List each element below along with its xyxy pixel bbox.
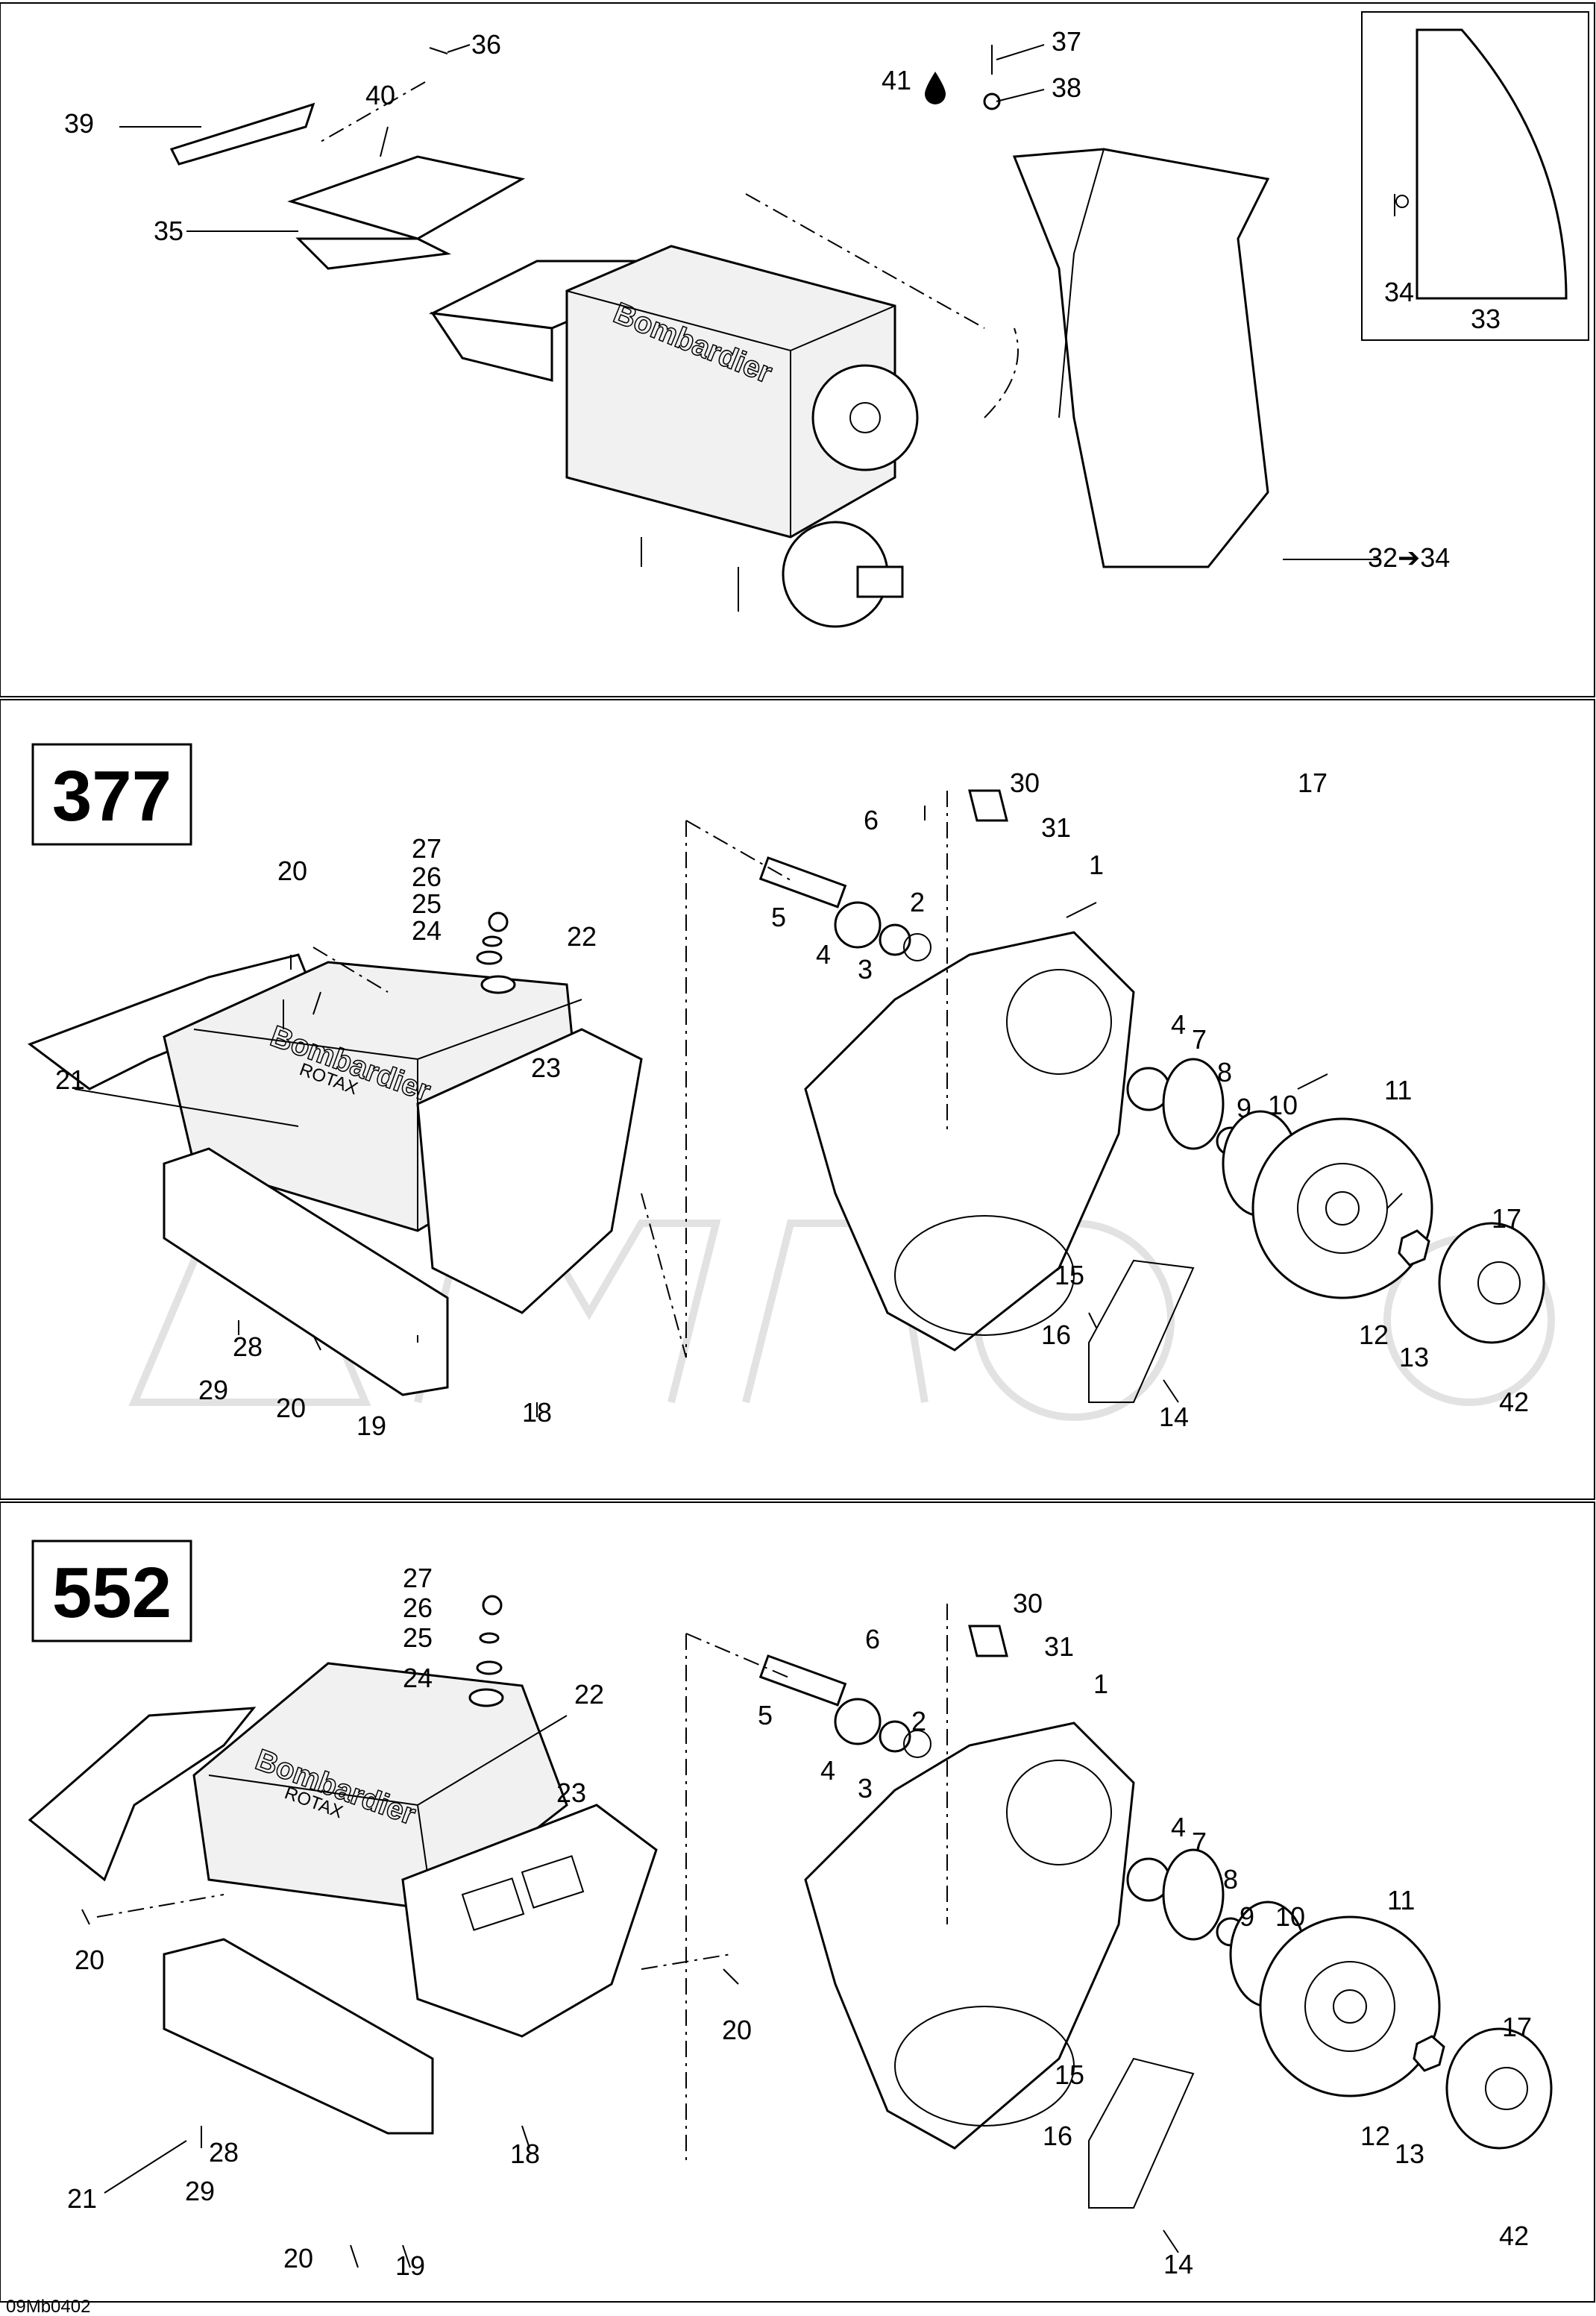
model-badge-552: 552 xyxy=(52,1553,172,1633)
panel-552-assembly: Bombardier ROTAX xyxy=(28,1595,1553,2268)
drawing-code: 09Mb0402 xyxy=(6,2297,90,2316)
callout-552-7: 7 xyxy=(1192,1827,1207,1857)
panel-552-frame xyxy=(0,1501,1595,2303)
callout-37: 37 xyxy=(1052,26,1081,57)
callout-377-18: 18 xyxy=(522,1397,552,1428)
callout-552-28: 28 xyxy=(209,2137,239,2168)
callout-552-26: 26 xyxy=(403,1592,433,1623)
callout-552-29: 29 xyxy=(185,2176,215,2206)
callout-552-27: 27 xyxy=(403,1563,433,1593)
top-callouts: 36 37 41 38 39 40 35 32➔34 34 33 xyxy=(64,26,1501,573)
callout-33: 33 xyxy=(1471,304,1501,334)
callout-377-14: 14 xyxy=(1159,1402,1189,1432)
callout-39: 39 xyxy=(64,108,94,139)
callout-377-13: 13 xyxy=(1399,1342,1429,1372)
callout-552-2: 2 xyxy=(911,1706,926,1736)
callout-552-8: 8 xyxy=(1223,1864,1238,1895)
inset-frame xyxy=(1361,11,1589,341)
callout-377-16: 16 xyxy=(1041,1319,1071,1350)
callout-552-20c: 20 xyxy=(283,2243,313,2273)
callout-377-10: 10 xyxy=(1268,1090,1298,1120)
callout-552-20a: 20 xyxy=(75,1945,104,1975)
callout-552-31: 31 xyxy=(1044,1631,1074,1662)
callout-552-25: 25 xyxy=(403,1622,433,1653)
callout-377-27: 27 xyxy=(412,833,442,864)
callout-552-23: 23 xyxy=(556,1777,586,1808)
callout-377-2: 2 xyxy=(910,887,925,917)
callout-552-3: 3 xyxy=(858,1773,873,1804)
callout-552-18: 18 xyxy=(510,2138,540,2169)
callout-552-4b: 4 xyxy=(1171,1812,1186,1842)
callout-34: 34 xyxy=(1384,277,1414,307)
callout-552-12: 12 xyxy=(1360,2121,1390,2151)
callout-377-28: 28 xyxy=(233,1331,263,1362)
callout-377-5: 5 xyxy=(771,902,786,932)
top-panel-frame xyxy=(0,2,1595,697)
callout-377-17a: 17 xyxy=(1298,768,1328,798)
panel-377-callouts: 20 27 26 25 24 22 23 21 28 29 20 19 18 6… xyxy=(55,768,1529,1441)
callout-377-23: 23 xyxy=(531,1052,561,1083)
callout-377-8: 8 xyxy=(1217,1057,1232,1088)
callout-40: 40 xyxy=(365,80,395,110)
callout-377-6: 6 xyxy=(864,805,879,835)
callout-36: 36 xyxy=(471,29,501,60)
callout-377-4a: 4 xyxy=(816,939,831,970)
callout-552-30: 30 xyxy=(1013,1588,1043,1619)
callout-552-5: 5 xyxy=(758,1700,773,1730)
callout-377-20a: 20 xyxy=(277,856,307,886)
callout-552-4a: 4 xyxy=(820,1755,835,1786)
callout-377-11: 11 xyxy=(1384,1075,1412,1105)
callout-552-17: 17 xyxy=(1502,2012,1532,2042)
callout-552-42: 42 xyxy=(1499,2221,1529,2251)
callout-377-3: 3 xyxy=(858,954,873,985)
callout-377-21: 21 xyxy=(55,1064,85,1095)
callout-552-19: 19 xyxy=(395,2250,425,2281)
callout-552-14: 14 xyxy=(1163,2249,1193,2279)
callout-552-16: 16 xyxy=(1043,2121,1072,2151)
callout-377-9: 9 xyxy=(1237,1093,1251,1123)
callout-377-7: 7 xyxy=(1192,1024,1207,1055)
callout-552-10: 10 xyxy=(1275,1901,1305,1932)
callout-552-20b: 20 xyxy=(722,2015,752,2045)
callout-552-24: 24 xyxy=(403,1663,433,1693)
top-assembly: Bombardier xyxy=(119,28,1568,628)
callout-377-42: 42 xyxy=(1499,1387,1529,1417)
callout-552-1: 1 xyxy=(1093,1669,1108,1699)
model-badge-552-box xyxy=(31,1540,192,1642)
callout-41: 41 xyxy=(882,65,911,95)
callout-377-30: 30 xyxy=(1010,768,1040,798)
callout-377-19: 19 xyxy=(356,1410,386,1441)
callout-377-25: 25 xyxy=(412,888,442,919)
callout-377-22: 22 xyxy=(567,921,597,952)
callout-552-6: 6 xyxy=(865,1624,880,1654)
callout-377-4b: 4 xyxy=(1171,1009,1186,1040)
callout-377-26: 26 xyxy=(412,862,442,892)
callout-552-15: 15 xyxy=(1055,2059,1084,2090)
callout-32-34: 32➔34 xyxy=(1368,542,1450,573)
callout-377-15: 15 xyxy=(1055,1260,1084,1290)
model-badge-377: 377 xyxy=(52,756,172,836)
callout-552-22: 22 xyxy=(574,1679,604,1710)
callout-552-21: 21 xyxy=(67,2183,97,2214)
callout-377-20b: 20 xyxy=(276,1393,306,1423)
callout-377-12: 12 xyxy=(1359,1319,1389,1350)
oil-drop-icon xyxy=(925,72,946,104)
callout-35: 35 xyxy=(154,216,183,246)
callout-552-11: 11 xyxy=(1387,1885,1415,1915)
callout-552-13: 13 xyxy=(1395,2138,1424,2169)
callout-377-1: 1 xyxy=(1089,850,1104,880)
panel-552-callouts: 27 26 25 24 22 23 20 20 21 28 29 20 19 1… xyxy=(67,1563,1532,2281)
callout-38: 38 xyxy=(1052,72,1081,103)
callout-377-31: 31 xyxy=(1041,812,1071,843)
model-badge-377-box xyxy=(31,743,192,846)
callout-377-24: 24 xyxy=(412,915,442,946)
panel-377-frame xyxy=(0,699,1595,1500)
callout-552-9: 9 xyxy=(1240,1901,1254,1932)
callout-377-29: 29 xyxy=(198,1375,228,1405)
panel-377-assembly: Bombardier ROTAX xyxy=(27,789,1545,1417)
callout-377-17b: 17 xyxy=(1492,1203,1521,1234)
